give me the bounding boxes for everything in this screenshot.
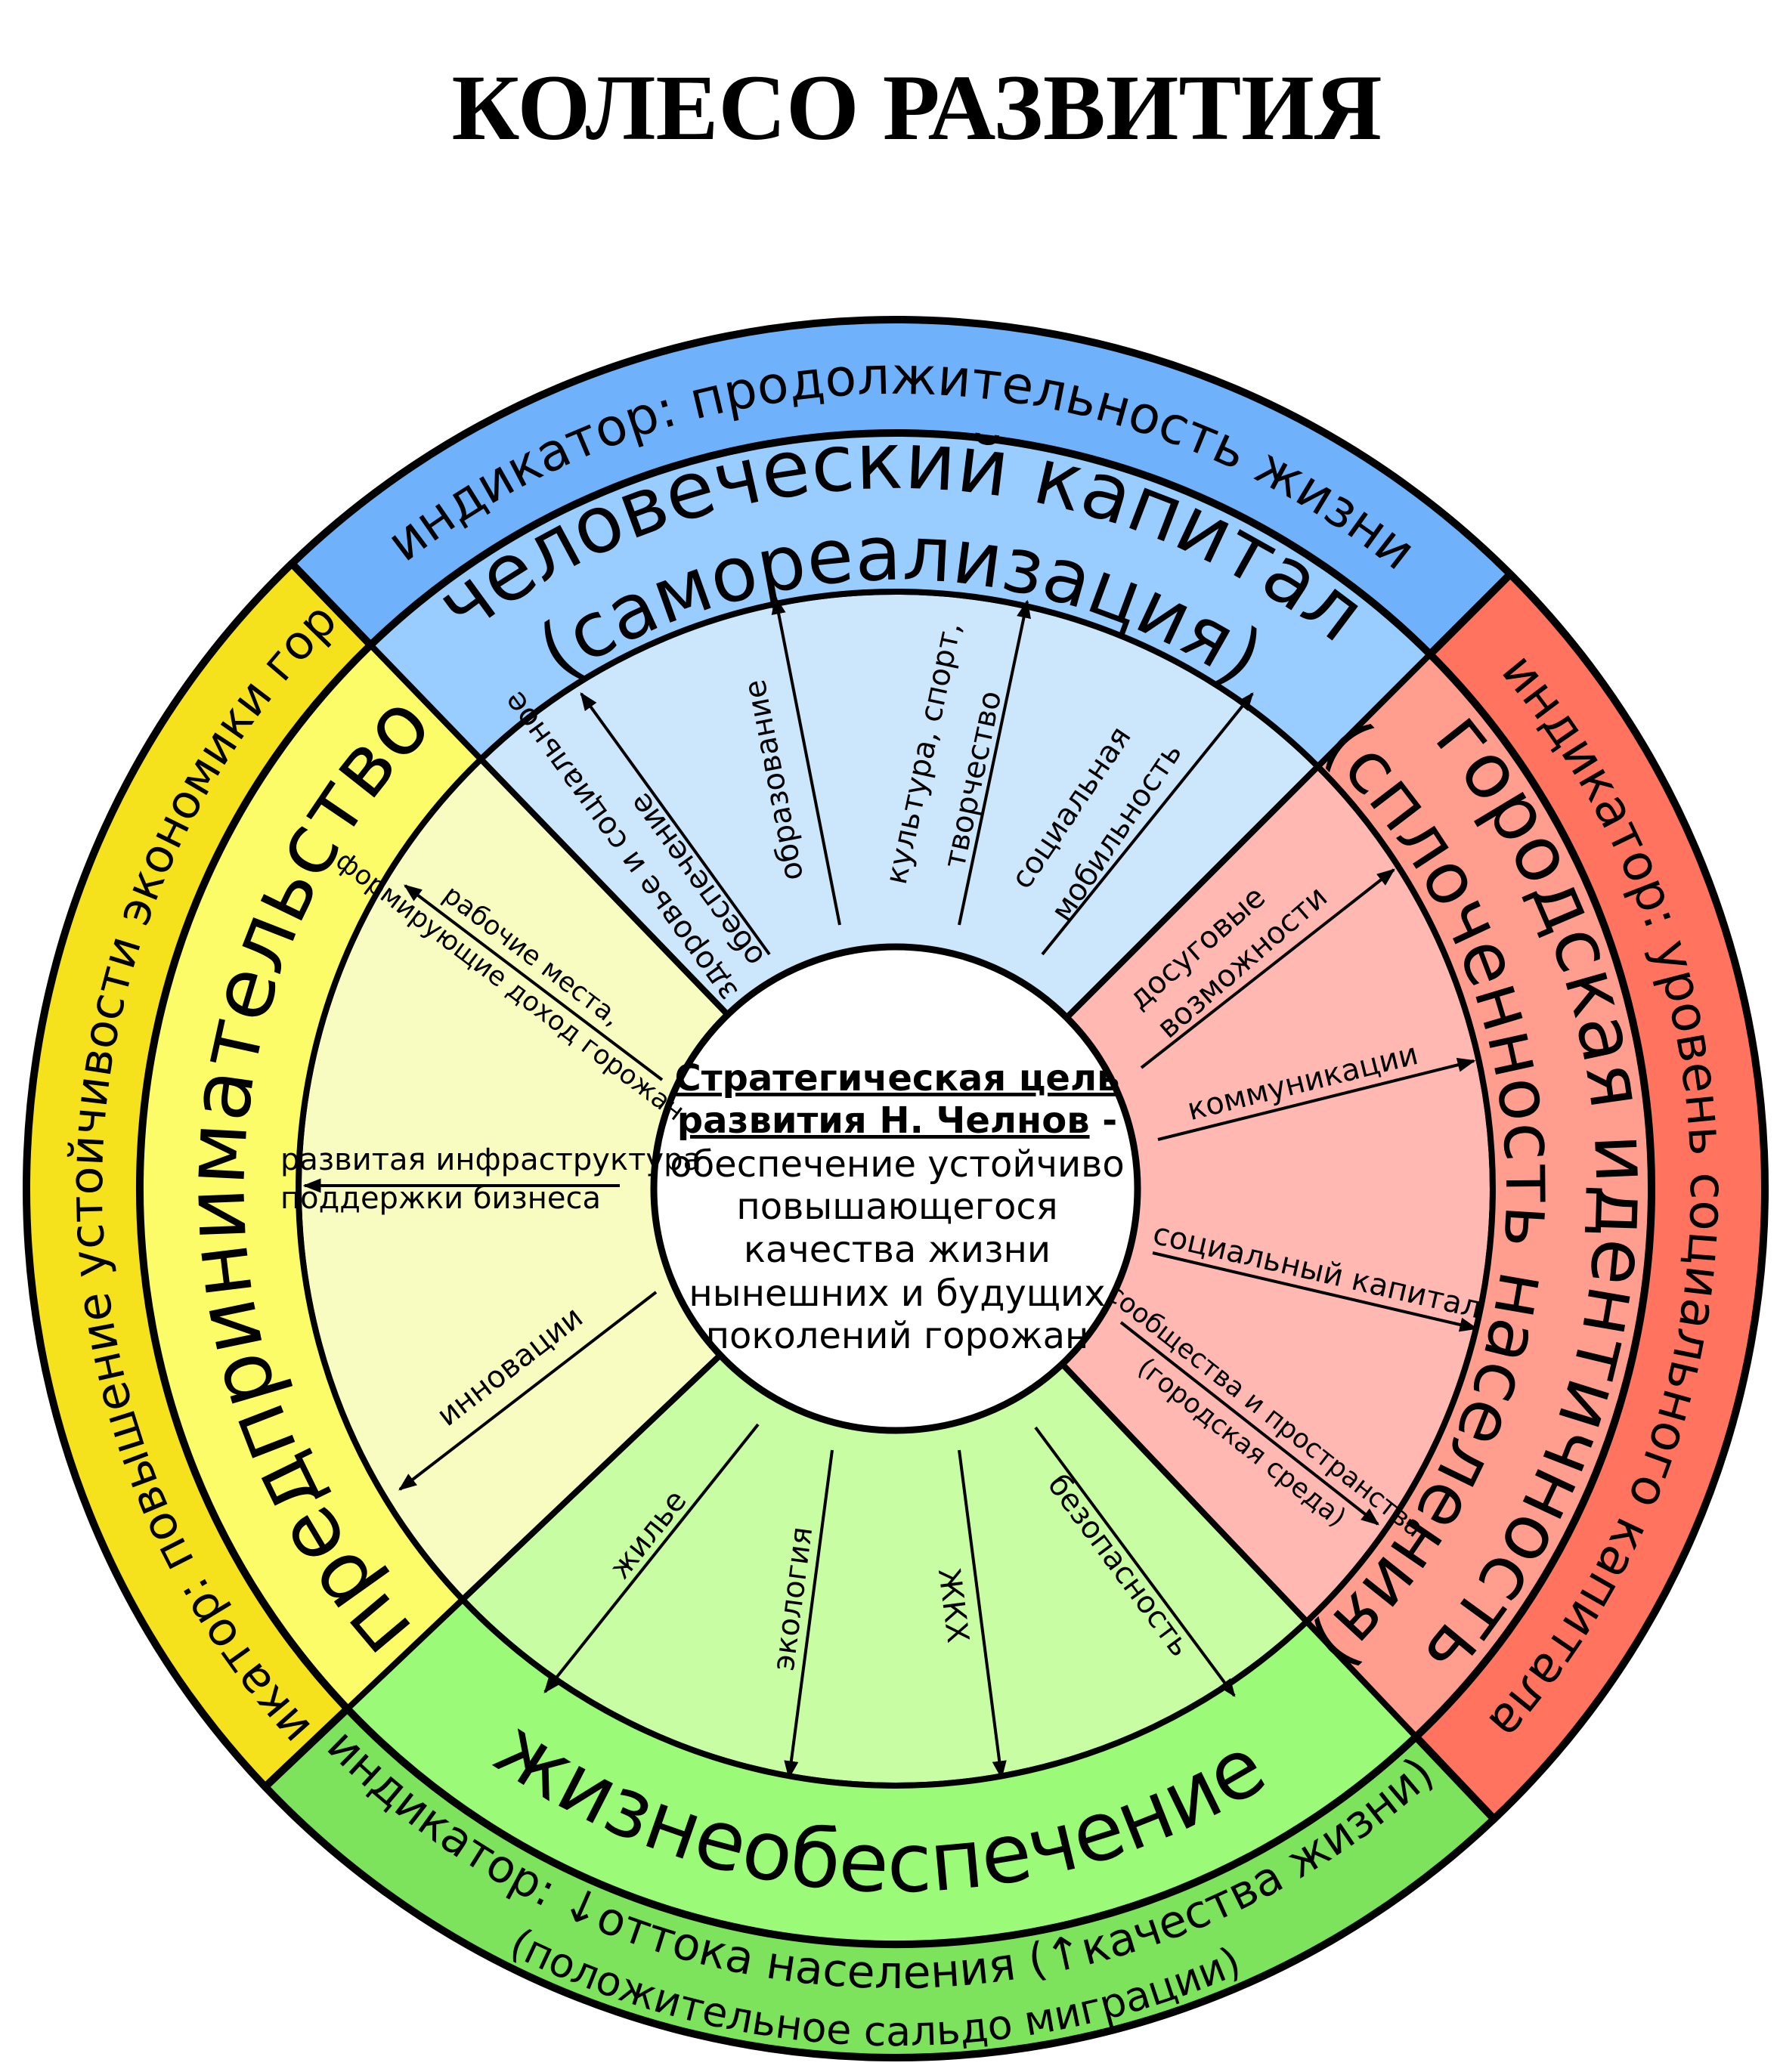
goal-line: обеспечение устойчиво — [670, 1143, 1125, 1186]
arrow-icon — [784, 1449, 834, 1780]
arrow-icon — [1034, 1426, 1236, 1697]
goal-heading-line1: Стратегическая цель — [675, 1057, 1120, 1099]
arrow-icon — [543, 1423, 760, 1693]
arrow-icon — [1041, 692, 1254, 956]
arrow-icon — [1157, 1057, 1476, 1141]
arrow-icon — [1152, 1251, 1478, 1332]
goal-heading-line2: развития Н. Челнов - — [677, 1099, 1117, 1142]
arrow-icon — [958, 1449, 1007, 1780]
goal-line: повышающегося — [736, 1186, 1057, 1228]
goal-heading-line2-text: развития Н. Челнов — [677, 1099, 1090, 1142]
goal-line: поколений горожан — [706, 1315, 1089, 1357]
arrow-icon — [958, 599, 1031, 926]
human-capital-outer-ring — [288, 316, 1515, 658]
arrow-icon — [1119, 1321, 1379, 1526]
page-title: КОЛЕСО РАЗВИТИЯ — [452, 56, 1382, 159]
wheel-sectors — [22, 316, 1769, 2062]
arrow-icon — [580, 692, 771, 956]
arrow-icon — [404, 884, 664, 1081]
goal-dash: - — [1090, 1099, 1118, 1142]
center-circle — [650, 943, 1141, 1434]
entrepreneurship-outer-ring — [22, 559, 375, 1791]
arrow-icon — [771, 595, 841, 926]
arrow-icon — [1140, 868, 1395, 1069]
factor-arrows — [302, 595, 1478, 1780]
factor-infrastructure-line1: развитая инфраструктура — [280, 1143, 701, 1177]
goal-line: качества жизни — [744, 1229, 1051, 1271]
factor-infrastructure-line2: поддержки бизнеса — [280, 1181, 601, 1216]
goal-line: нынешних и будущих — [689, 1273, 1105, 1315]
strategic-goal: Стратегическая цель развития Н. Челнов -… — [670, 1057, 1125, 1357]
arrow-icon — [398, 1291, 658, 1491]
